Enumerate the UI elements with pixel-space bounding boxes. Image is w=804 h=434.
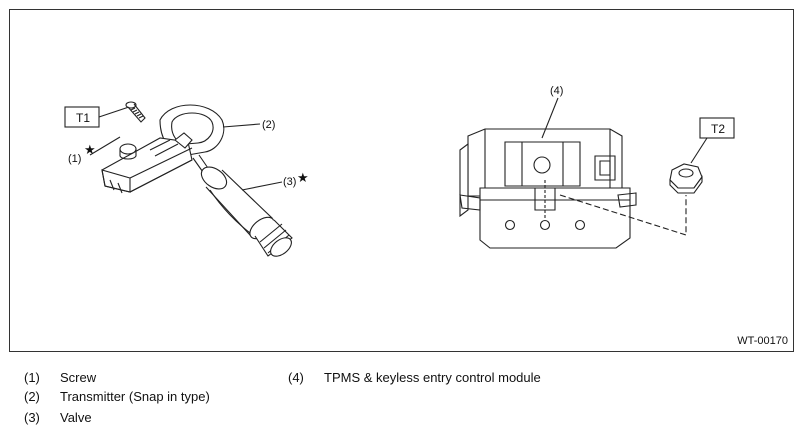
callout-4: (4) [550,85,563,97]
star-mark-3: ★ [297,170,309,185]
transmitter-part [101,104,225,194]
legend-number: (3) [24,410,40,425]
figure-id: WT-00170 [737,335,788,347]
control-module-part [459,128,637,249]
diagram-frame: T1 (1) ★ [9,9,794,352]
legend-text: TPMS & keyless entry control module [324,370,541,385]
parts-illustration: T1 (1) ★ [64,85,735,257]
legend-text: Valve [60,410,92,425]
parts-legend: (1) Screw (2) Transmitter (Snap in type)… [0,366,804,434]
nut-part [669,163,703,194]
t1-label: T1 [76,111,90,125]
callout-3: (3) [283,176,296,188]
callout-2: (2) [262,119,275,131]
legend-number: (2) [24,389,40,404]
valve-part [192,154,293,257]
t2-label: T2 [711,122,725,136]
screw-part [125,101,146,123]
callout-1: (1) [68,153,81,165]
legend-text: Screw [60,370,97,385]
legend-number: (4) [288,370,304,385]
star-mark-1: ★ [84,142,96,157]
legend-text: Transmitter (Snap in type) [60,389,210,404]
legend-number: (1) [24,370,40,385]
t2-torque-box [699,117,735,139]
